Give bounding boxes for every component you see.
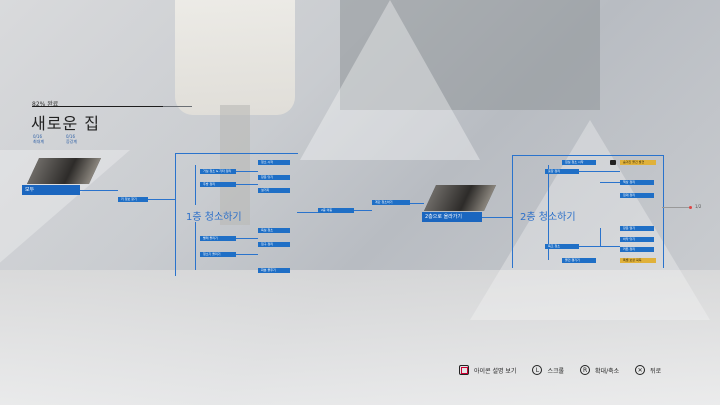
legend-right: 0/16 증강계 [66,134,77,144]
section2-label: 2층 청소하기 [520,212,576,223]
start-scene-thumbnail[interactable] [26,158,102,184]
section2-gold-node[interactable]: 숨겨진 물건 발견 [620,160,656,165]
middle-node[interactable]: 2층 이동 [318,208,354,213]
progress-bar-fill [32,106,164,107]
background-facet [300,0,480,160]
legend-left-count: 0/16 [33,134,42,139]
start-next-node[interactable]: 키 정보 찾기 [118,197,148,202]
section1-node[interactable]: 화분 물주기 [258,268,290,273]
section1-label: 1층 청소하기 [186,212,242,223]
background-lamp-stand [220,105,250,225]
cross-button-icon: ✕ [635,365,646,375]
icon-desc-control[interactable]: 아이콘 설명 보기 [459,365,516,375]
legend-left-label: 최대계 [33,139,45,144]
back-label: 뒤로 [650,367,662,375]
section2-node[interactable]: 욕조 청소 [545,244,579,249]
progress-text: 82% 완료 [32,101,59,108]
start-node[interactable]: 모두 [22,185,80,195]
section2-frame [512,155,664,268]
scene2-node[interactable]: 2층으로 올라가기 [422,212,482,222]
scene2-thumbnail[interactable] [423,185,497,211]
section1-frame [175,153,298,276]
section2-node[interactable]: 침대 정리 [620,193,654,198]
section2-node[interactable]: 물건 챙기기 [562,258,596,263]
section1-node[interactable]: 설거지 [258,188,290,193]
section2-node[interactable]: 책상 정리 [620,180,654,185]
lock-icon [610,160,616,165]
square-button-icon [459,365,469,375]
zoom-label: 확대/축소 [595,367,620,375]
background-lamp [175,0,295,115]
side-marker-text: 1/2 [695,204,702,209]
section1-node[interactable]: 빨래 돌리기 [200,236,236,241]
icon-desc-label: 아이콘 설명 보기 [474,367,517,375]
section1-node[interactable]: 청소 시작 [258,160,290,165]
progress-bar [32,106,192,107]
background-couch [0,270,720,405]
left-stick-icon: L [532,365,543,375]
legend-right-count: 0/16 [66,134,75,139]
section1-node[interactable]: 거실 청소 & 기타 정리 [200,169,236,174]
section1-node[interactable]: 청소기 돌리기 [200,252,236,257]
background-window [340,0,600,110]
scroll-label: 스크롤 [547,367,565,375]
section2-node[interactable]: 커튼 정리 [620,247,654,252]
section2-gold-node[interactable]: 특별 보상 획득 [620,258,656,263]
section2-node[interactable]: 침실 청소 시작 [562,160,596,165]
section2-node[interactable]: 바닥 닦기 [620,237,654,242]
chapter-title: 새로운 집 [31,114,100,133]
control-hints: 아이콘 설명 보기 L 스크롤 R 확대/축소 ✕ 뒤로 [459,363,677,377]
back-control[interactable]: ✕ 뒤로 [635,365,661,375]
middle-node[interactable]: 계단 청소하기 [372,200,410,205]
background-facet [470,120,710,320]
section2-node[interactable]: 창문 열기 [620,226,654,231]
section1-node[interactable]: 욕실 청소 [258,228,290,233]
right-stick-icon: R [580,365,591,375]
section1-node[interactable]: 침구 정리 [258,242,290,247]
legend-left: 0/16 최대계 [33,134,44,144]
scroll-control[interactable]: L 스크롤 [532,365,564,375]
legend-right-label: 증강계 [66,139,78,144]
zoom-control[interactable]: R 확대/축소 [580,365,619,375]
section1-node[interactable]: 창문 닦기 [258,175,290,180]
exit-marker [689,206,692,209]
section1-node[interactable]: 주방 정리 [200,182,236,187]
section2-node[interactable]: 옷장 정리 [545,169,579,174]
